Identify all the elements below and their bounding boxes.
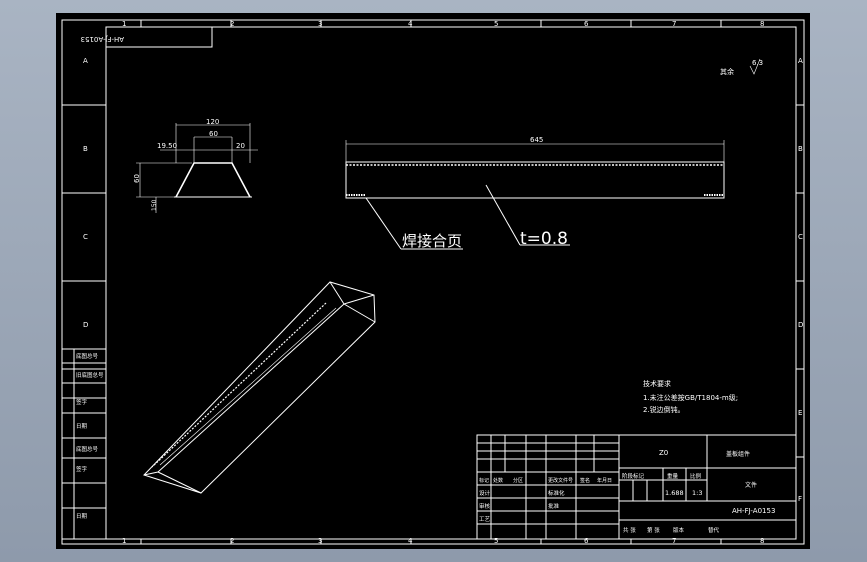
cad-drawing: 1 2 3 4 5 6 7 8 1 2 3 4 5 6 7 8 A B C D … bbox=[61, 19, 805, 545]
column-labels-top: 1 2 3 4 5 6 7 8 bbox=[122, 20, 764, 28]
col-label: 5 bbox=[494, 537, 498, 545]
row-cell: 标准化 bbox=[548, 489, 565, 497]
col-label: 8 bbox=[760, 20, 764, 28]
col-label: 8 bbox=[760, 537, 764, 545]
header-cell: 年月日 bbox=[597, 477, 612, 484]
header-cell: 标记 bbox=[479, 477, 489, 484]
row-label: D bbox=[798, 321, 803, 329]
sheets-total: 共 张 bbox=[623, 526, 636, 534]
col-label: 7 bbox=[672, 537, 676, 545]
row-dividers bbox=[62, 104, 804, 458]
tech-line1: 1.未注公差按GB/T1804-m级; bbox=[643, 393, 738, 402]
row-label: C bbox=[83, 233, 88, 241]
scale-value: 1:3 bbox=[692, 489, 702, 497]
row-label: D bbox=[83, 321, 88, 329]
dim-base: 150 bbox=[151, 199, 158, 211]
row-cell: 工艺 bbox=[479, 516, 491, 523]
table-cell: 签字 bbox=[76, 398, 88, 406]
dim-right-offset: 20 bbox=[236, 142, 245, 150]
drawing-no-box-rotated bbox=[105, 26, 213, 48]
roughness-symbol bbox=[749, 58, 761, 75]
stage-label: 阶段标记 bbox=[622, 472, 645, 480]
scale-label: 比例 bbox=[690, 472, 702, 480]
row-label: E bbox=[798, 409, 802, 417]
tech-title: 技术要求 bbox=[643, 379, 671, 388]
left-table-labels: 底图总号 旧底图总号 签字 日期 底图总号 签字 日期 bbox=[76, 352, 104, 520]
title-block bbox=[476, 434, 797, 540]
dim-mid-width: 60 bbox=[209, 130, 218, 138]
col-label: 3 bbox=[318, 537, 322, 545]
tech-line2: 2.锐边倒钝。 bbox=[643, 405, 685, 414]
col-label: 1 bbox=[122, 20, 126, 28]
col-label: 7 bbox=[672, 20, 676, 28]
col-label: 3 bbox=[318, 20, 322, 28]
col-label: 1 bbox=[122, 537, 126, 545]
col-label: 4 bbox=[408, 537, 413, 545]
col-label: 6 bbox=[584, 20, 589, 28]
col-label: 5 bbox=[494, 20, 498, 28]
weight-label: 重量 bbox=[667, 472, 679, 480]
column-ticks bbox=[140, 20, 722, 544]
col-label: 6 bbox=[584, 537, 589, 545]
table-cell: 日期 bbox=[76, 513, 88, 520]
section-view bbox=[136, 123, 258, 213]
inner-border bbox=[105, 26, 797, 540]
weld-note: 焊接合页 bbox=[402, 232, 462, 250]
column-labels-bottom: 1 2 3 4 5 6 7 8 bbox=[122, 537, 764, 545]
version: 版本 bbox=[673, 526, 685, 534]
header-cell: 更改文件号 bbox=[548, 477, 573, 484]
table-cell: 底图总号 bbox=[76, 445, 99, 453]
table-cell: 旧底图总号 bbox=[76, 371, 104, 379]
drawing-no-rotated: AH-FJ-A0153 bbox=[81, 35, 124, 43]
row-label: C bbox=[798, 233, 803, 241]
table-cell: 底图总号 bbox=[76, 352, 99, 360]
row-label: B bbox=[798, 145, 803, 153]
col-label: 2 bbox=[230, 537, 234, 545]
table-cell: 日期 bbox=[76, 423, 88, 430]
row-label: A bbox=[798, 57, 803, 65]
dim-left-offset: 19.50 bbox=[157, 142, 177, 150]
tech-requirements: 技术要求 1.未注公差按GB/T1804-m级; 2.锐边倒钝。 bbox=[643, 379, 738, 414]
row-labels-left: A B C D bbox=[83, 57, 88, 329]
outer-border bbox=[61, 19, 805, 545]
row-label: A bbox=[83, 57, 88, 65]
front-view bbox=[345, 140, 725, 250]
row-cell: 审核 bbox=[479, 502, 491, 510]
part-name: 盖板组件 bbox=[726, 450, 750, 458]
row-label: F bbox=[798, 495, 802, 503]
sheet-no: 第 张 bbox=[647, 526, 660, 534]
row-cell: 设计 bbox=[479, 489, 491, 497]
isometric-view bbox=[143, 281, 376, 494]
dim-top-width: 120 bbox=[206, 118, 219, 126]
table-cell: 签字 bbox=[76, 465, 88, 473]
col-label: 2 bbox=[230, 20, 234, 28]
row-label: B bbox=[83, 145, 88, 153]
dim-height: 60 bbox=[133, 174, 141, 183]
header-cell: 分区 bbox=[513, 477, 523, 484]
header-cell: 处数 bbox=[493, 477, 503, 484]
dim-length: 645 bbox=[530, 136, 543, 144]
roughness-label: 其余 bbox=[720, 67, 734, 76]
roughness-value: 6.3 bbox=[752, 59, 763, 67]
header-cell: 签名 bbox=[580, 477, 590, 484]
row-cell: 批准 bbox=[548, 502, 560, 510]
col-label: 4 bbox=[408, 20, 413, 28]
replace: 替代 bbox=[708, 526, 720, 534]
drawing-sheet: 1 2 3 4 5 6 7 8 1 2 3 4 5 6 7 8 A B C D … bbox=[56, 13, 810, 549]
thickness-note: t=0.8 bbox=[520, 229, 568, 249]
title-block-text: Z0 盖板组件 阶段标记 重量 比例 1.688 1:3 文件 AH-FJ-A0… bbox=[479, 449, 775, 534]
row-labels-right: A B C D E F bbox=[798, 57, 803, 503]
left-signature-table bbox=[61, 348, 107, 540]
drawing-no: AH-FJ-A0153 bbox=[732, 507, 775, 515]
company: 文件 bbox=[745, 481, 757, 489]
material: Z0 bbox=[659, 449, 668, 457]
weight-value: 1.688 bbox=[665, 489, 684, 497]
